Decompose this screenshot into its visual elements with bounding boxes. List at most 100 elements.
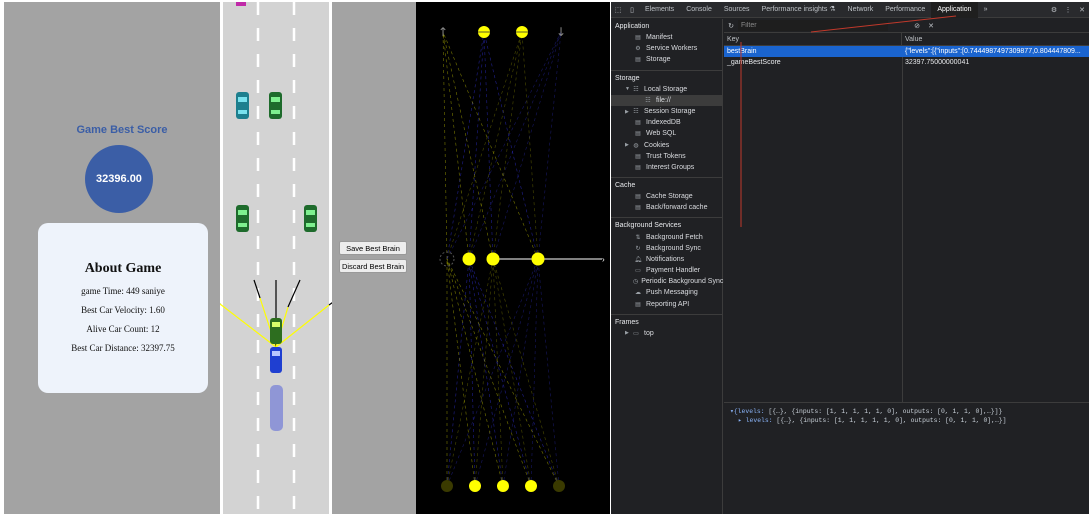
database-icon: ▤ — [635, 57, 641, 64]
network-link — [502, 258, 539, 487]
sidebar-item-manifest[interactable]: ▤Manifest — [611, 32, 722, 43]
network-link — [446, 258, 532, 487]
section-frames: Frames — [615, 318, 639, 326]
card-icon: ▭ — [635, 268, 641, 275]
sidebar-item-web-sql[interactable]: ▤Web SQL — [611, 128, 722, 139]
cookie-icon: ◍ — [633, 142, 639, 149]
sidebar-item-push-messaging[interactable]: ☁ Push Messaging — [611, 287, 722, 298]
sidebar-item-label: Interest Groups — [646, 163, 695, 171]
table-row[interactable]: _gameBestScore 32397.75000000041 — [724, 57, 1089, 68]
database-icon: ▤ — [635, 205, 641, 212]
cloud-icon: ☁ — [635, 290, 641, 297]
device-toolbar-icon[interactable]: ▯ — [630, 6, 634, 14]
network-link — [468, 31, 523, 260]
network-link — [530, 258, 539, 487]
more-options-icon[interactable]: ⋮ — [1064, 6, 1072, 14]
discard-best-brain-button[interactable]: Discard Best Brain — [339, 259, 407, 273]
preview-line[interactable]: ▸ levels: [{…}, {inputs: [1, 1, 1, 1, 1,… — [730, 416, 1083, 425]
save-best-brain-button[interactable]: Save Best Brain — [339, 241, 407, 255]
sidebar-item-payment-handler[interactable]: ▭ Payment Handler — [611, 265, 722, 276]
section-application: Application — [615, 23, 650, 30]
traffic-car — [269, 92, 282, 119]
network-link — [474, 258, 539, 487]
value-column-header[interactable]: Value — [905, 36, 923, 43]
sidebar-item-periodic-background-sync[interactable]: ◷Periodic Background Sync — [611, 276, 723, 287]
sidebar-item-service-workers[interactable]: ⚙Service Workers — [611, 43, 722, 54]
traffic-car-partial — [236, 2, 246, 6]
sidebar-item-label: Service Workers — [646, 45, 698, 53]
network-link — [468, 31, 485, 260]
tab-application[interactable]: Application — [931, 2, 978, 18]
neural-network-visualizer: › ↑ ↓ — [416, 2, 610, 514]
row-value: 32397.75000000041 — [905, 59, 970, 66]
tab-console[interactable]: Console — [686, 5, 712, 13]
sidebar-item-reporting-api[interactable]: ▤Reporting API — [611, 299, 722, 310]
sidebar-item-background-fetch[interactable]: ⇅Background Fetch — [611, 231, 722, 242]
network-link — [474, 258, 494, 487]
sidebar-item-label: Back/forward cache — [646, 204, 708, 212]
value-preview: ▾{levels: [{…}, {inputs: [1, 1, 1, 1, 1,… — [724, 403, 1089, 429]
clear-all-icon[interactable]: ⊘ — [914, 22, 920, 30]
network-links — [442, 31, 562, 487]
tab-network[interactable]: Network — [847, 5, 874, 13]
divider — [611, 217, 722, 219]
network-link — [468, 258, 504, 487]
database-icon: ▤ — [635, 194, 641, 201]
section-cache: Cache — [615, 182, 636, 190]
game-page: Game Best Score 32396.00 About Game game… — [4, 2, 610, 514]
filter-input[interactable] — [738, 20, 888, 31]
input-node — [469, 480, 481, 492]
sidebar-item-notifications[interactable]: 🔔︎Notifications — [611, 254, 722, 265]
devtools-actions: ⚙ ⋮ ✕ — [1047, 6, 1089, 14]
sidebar-item-back-forward-cache[interactable]: ▤ Back/forward cache — [611, 202, 722, 213]
sidebar-item-interest-groups[interactable]: ▤Interest Groups — [611, 162, 722, 173]
more-tabs-button[interactable]: » — [983, 5, 988, 13]
divider — [611, 313, 722, 315]
sidebar-item-background-sync[interactable]: ↻Background Sync — [611, 243, 722, 254]
input-node — [525, 480, 537, 492]
preview-key: ▸ levels: — [738, 417, 777, 424]
input-node — [441, 480, 453, 492]
sidebar-item-indexeddb[interactable]: ▤IndexedDB — [611, 117, 722, 128]
file-icon: ▤ — [635, 35, 641, 42]
tab-performance-insights[interactable]: Performance insights ⚗ — [761, 5, 836, 13]
settings-gear-icon[interactable]: ⚙ — [1050, 6, 1058, 14]
refresh-icon[interactable]: ↻ — [728, 22, 734, 30]
sidebar-item-local-storage[interactable]: ▼☷Local Storage — [611, 84, 722, 95]
delete-selected-icon[interactable]: ✕ — [928, 22, 934, 30]
sidebar-item-cache-storage[interactable]: ▤Cache Storage — [611, 191, 722, 202]
network-link — [446, 31, 562, 260]
sidebar-item-cookies[interactable]: ▶◍Cookies — [611, 140, 722, 151]
ai-car — [270, 318, 282, 344]
network-link — [537, 258, 560, 487]
network-link — [521, 31, 539, 260]
inspect-element-icon[interactable]: ⬚ — [614, 6, 622, 14]
expand-down-icon: ▼ — [625, 86, 630, 93]
table-row[interactable]: bestBrain {"levels":[{"inputs":[0.744498… — [724, 46, 1089, 57]
tab-elements[interactable]: Elements — [645, 5, 675, 13]
key-column-header[interactable]: Key — [724, 33, 902, 45]
annotation-line — [810, 15, 957, 33]
preview-line[interactable]: ▾{levels: [{…}, {inputs: [1, 1, 1, 1, 1,… — [730, 407, 1083, 416]
sidebar-item-trust-tokens[interactable]: ▤Trust Tokens — [611, 151, 722, 162]
sidebar-item-storage[interactable]: ▤Storage — [611, 54, 722, 65]
devtools-tab-bar: ⬚ ▯ Elements Console Sources Performance… — [611, 2, 1089, 18]
annotation-overlay — [740, 15, 957, 227]
grid-icon: ☷ — [645, 97, 651, 104]
sidebar-item-session-storage[interactable]: ▶☷Session Storage — [611, 106, 722, 117]
sidebar-item-local-storage-file[interactable]: ☷file:// — [611, 94, 722, 106]
sync-icon: ↻ — [635, 245, 641, 252]
tab-performance[interactable]: Performance — [885, 5, 926, 13]
hidden-node — [439, 251, 455, 267]
network-link — [442, 31, 470, 260]
section-background-services: Background Services — [615, 222, 682, 230]
sidebar-item-label: Payment Handler — [646, 267, 701, 275]
tab-sources[interactable]: Sources — [723, 5, 750, 13]
close-devtools-icon[interactable]: ✕ — [1079, 6, 1085, 14]
road-svg — [220, 2, 332, 514]
network-link — [468, 258, 476, 487]
sidebar-item-frame-top[interactable]: ▶▭top — [611, 328, 722, 339]
frame-icon: ▭ — [633, 330, 639, 337]
sidebar-item-label: Push Messaging — [646, 289, 698, 297]
divider — [611, 69, 722, 71]
